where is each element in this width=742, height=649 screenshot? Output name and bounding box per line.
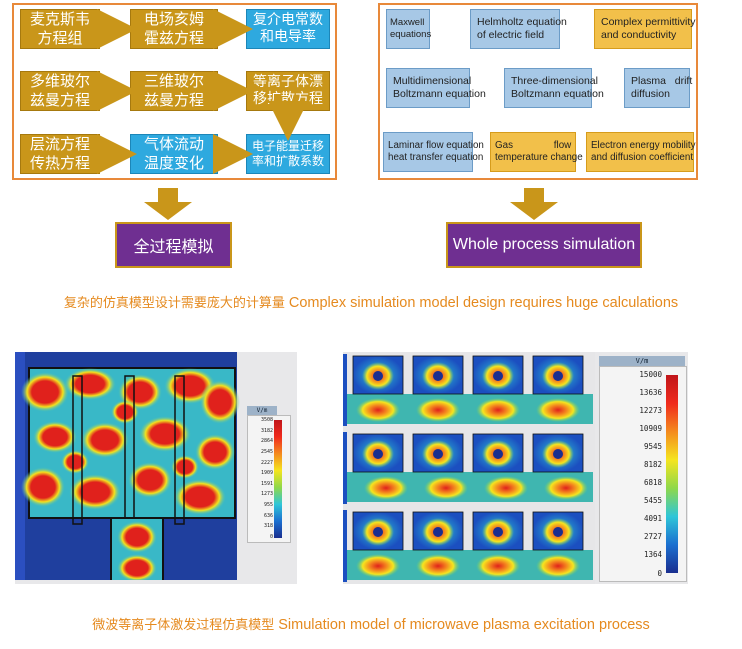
en-box-maxwell: Maxwell equations [386,9,431,49]
left-electrode-1 [72,375,83,525]
left-simulation-image: V/m 3508 3182 2864 2545 2227 1909 1591 1273 955 6… [15,352,297,584]
en-box-electron-energy: Electron energy mobility and diffusion c… [586,132,696,172]
zh-box-3d-boltzmann: 三维玻尔 兹曼方程 [130,71,218,111]
colorbar-tick-label: 2545 [260,448,273,455]
en-box-laminar: Laminar flow equation heat transfer equa… [383,132,484,172]
right-field-electrode [373,527,383,537]
colorbar-tick-label: 9545 [643,442,662,452]
colorbar-tick-label: 2864 [260,438,273,445]
left-electrode-3 [174,375,185,525]
en-box-helmholtz: Helmholtz equation of electric field [470,9,567,49]
right-field-band-hotspot [416,554,460,578]
right-simulation-image: V/m 15000 13636 12273 10909 9545 8182 6818 5455… [343,352,688,584]
colorbar-tick-label: 15000 [639,370,662,379]
right-field-electrode [553,371,563,381]
right-colorbar-ticks: 15000 13636 12273 10909 9545 8182 6818 5455 4091… [604,371,662,577]
right-field-band-hotspot [476,554,520,578]
en-box-permittivity: Complex permittivity and conductivity [594,9,696,49]
en-box-3d-boltzmann: Three-dimensional Boltzmann equation [504,68,604,108]
colorbar-tick-label: 13636 [639,388,662,398]
right-field-electrode [493,449,503,459]
right-field-electrode [373,371,383,381]
colorbar-tick-label: 1909 [260,470,273,477]
zh-down-arrow [144,188,192,220]
right-field-band-hotspot [536,398,580,422]
caption-top-en: Complex simulation model design requires… [288,295,679,311]
right-field-edge [343,510,347,582]
right-field-electrode [553,449,563,459]
colorbar-tick-label: 955 [263,502,273,509]
right-field-electrode [433,371,443,381]
en-result-box: Whole process simulation [446,222,642,268]
colorbar-tick-label: 1273 [260,491,273,498]
caption-bottom-zh: 微波等离子体激发过程仿真模型 [92,618,275,633]
zh-result-box: 全过程模拟 [115,222,232,268]
zh-box-laminar: 层流方程 传热方程 [20,134,100,174]
colorbar-tick-label: 1364 [643,550,662,560]
left-colorbar-ticks: 3508 3182 2864 2545 2227 1909 1591 1273 955 636 31… [249,418,273,540]
colorbar-tick-label: 3508 [260,417,273,423]
right-field-electrode [433,449,443,459]
zh-box-maxwell: 麦克斯韦 方程组 [20,9,100,49]
colorbar-tick-label: 6818 [643,478,662,488]
right-field-band-hotspot [356,398,400,422]
right-field-band-hotspot [424,476,468,500]
colorbar-tick-label: 0 [657,568,662,578]
right-field-band-hotspot [364,476,408,500]
right-field-band-hotspot [476,398,520,422]
left-colorbar-unit: V/m [247,406,277,415]
colorbar-tick-label: 4091 [643,514,662,524]
caption-bottom: 微波等离子体激发过程仿真模型 Simulation model of micro… [0,614,742,633]
colorbar-tick-label: 8182 [643,460,662,470]
right-field-electrode [493,527,503,537]
colorbar-tick-label: 5455 [643,496,662,506]
zh-box-permittivity: 复介电常数 和电导率 [246,9,330,49]
en-box-gas-flow: Gas flow temperature change [490,132,583,172]
left-field-map [15,352,297,584]
right-colorbar-unit: V/m [599,356,685,366]
left-hotspots [21,368,240,515]
left-colorbar: 3508 3182 2864 2545 2227 1909 1591 1273 955 636 31… [247,415,291,543]
caption-top: 复杂的仿真模型设计需要庞大的计算量 Complex simulation mod… [0,292,742,311]
right-field-electrode [493,371,503,381]
colorbar-tick-label: 2727 [643,532,662,542]
en-down-arrow [510,188,558,220]
zh-box-gas-flow: 气体流动 温度变化 [130,134,218,174]
right-field-band-hotspot [544,476,588,500]
right-field-band-hotspot [484,476,528,500]
right-field-electrode [553,527,563,537]
zh-box-helmholtz: 电场亥姆 霍兹方程 [130,9,218,49]
colorbar-tick-label: 636 [263,512,273,519]
colorbar-tick-label: 12273 [639,406,662,416]
en-box-multidim-boltzmann: Multidimensional Boltzmann equation [386,68,486,108]
right-field-edge [343,354,347,426]
colorbar-tick-label: 0 [269,534,273,540]
caption-bottom-en: Simulation model of microwave plasma exc… [278,617,650,633]
right-field-band-hotspot [416,398,460,422]
en-box-drift-diffusion: Plasma drift diffusion [624,68,692,108]
right-field-electrode [373,449,383,459]
left-waveguide-hotspots [117,521,157,582]
right-field-map [343,352,595,584]
colorbar-tick-label: 10909 [639,424,662,434]
colorbar-tick-label: 3182 [260,427,273,434]
colorbar-tick-label: 2227 [260,459,273,466]
caption-top-zh: 复杂的仿真模型设计需要庞大的计算量 [63,296,285,311]
zh-arrow-group [97,9,308,174]
right-field-band-hotspot [536,554,580,578]
right-field-band-hotspot [356,554,400,578]
left-colorbar-gradient [274,420,282,538]
right-colorbar: 15000 13636 12273 10909 9545 8182 6818 5455 4091… [599,366,687,582]
right-field-electrode [433,527,443,537]
colorbar-tick-label: 1591 [260,480,273,487]
zh-box-multidim-boltzmann: 多维玻尔 兹曼方程 [20,71,100,111]
right-field-edge [343,432,347,504]
right-colorbar-gradient [666,375,678,573]
colorbar-tick-label: 318 [263,523,273,530]
